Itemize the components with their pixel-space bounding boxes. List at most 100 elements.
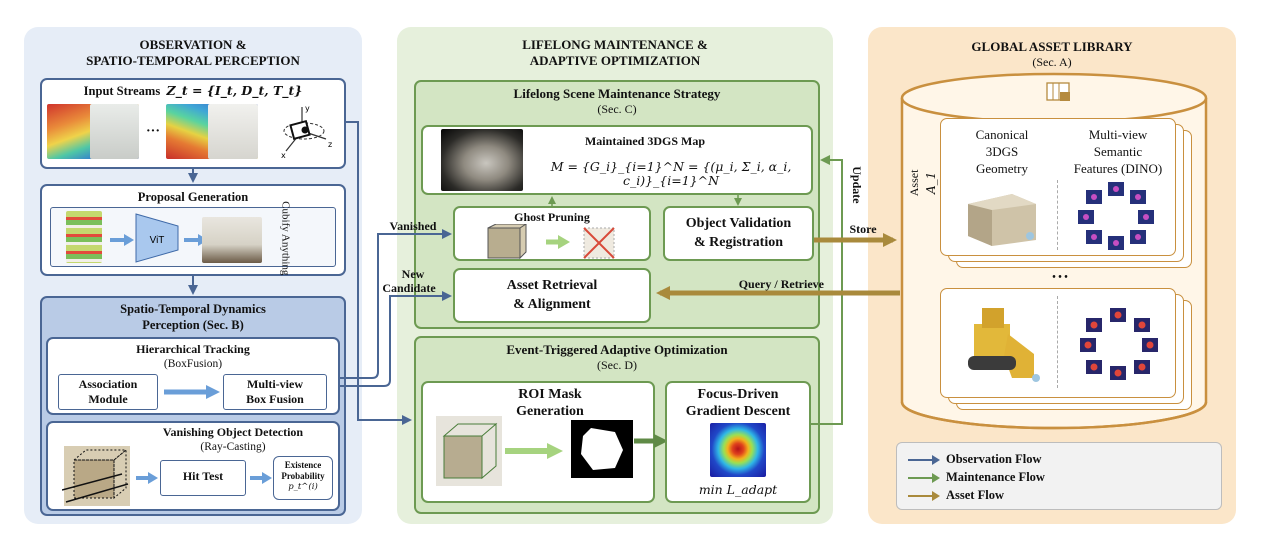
hit-test-label: Hit Test <box>182 469 224 483</box>
strategy-sec: (Sec. C) <box>597 102 637 116</box>
multiview-line1: Multi-view <box>247 377 303 391</box>
database-icon <box>1046 82 1070 101</box>
dynamics-title-line1: Spatio-Temporal Dynamics <box>120 302 266 316</box>
camera-pose-icon: y z x <box>281 104 332 160</box>
canonical-line1: Canonical <box>975 127 1029 142</box>
strategy-title: Lifelong Scene Maintenance Strategy <box>513 86 721 101</box>
arrow-to-existence <box>250 472 272 484</box>
ghost-pruning-box <box>453 206 651 261</box>
asset-dots: • • • <box>1052 272 1068 283</box>
observation-title-line1: OBSERVATION & <box>139 37 247 52</box>
toy-excavator-image <box>968 308 1040 382</box>
map-title: Maintained 3DGS Map <box>584 134 705 148</box>
event-title: Event-Triggered Adaptive Optimization <box>506 342 728 357</box>
ray-casting-image <box>62 446 130 506</box>
multiview-fusion-box <box>223 374 327 410</box>
asset-retrieval-box <box>453 268 651 323</box>
asset-label: Asset <box>907 169 922 197</box>
proposal-output-image <box>202 217 262 263</box>
maintenance-title-line2: ADAPTIVE OPTIMIZATION <box>529 53 701 68</box>
association-line1: Association <box>78 377 138 391</box>
existence-symbol: p_t^(i) <box>288 482 318 492</box>
focus-line2: Gradient Descent <box>685 404 791 419</box>
axis-y-label: y <box>305 104 310 113</box>
tracking-title: Hierarchical Tracking <box>136 342 250 356</box>
event-sec: (Sec. D) <box>597 358 637 372</box>
library-title: GLOBAL ASSET LIBRARY <box>971 39 1133 54</box>
legend-label-2: Asset Flow <box>946 488 1004 502</box>
retrieval-line1: Asset Retrieval <box>506 278 598 293</box>
box-asset-image <box>968 194 1036 246</box>
observation-title-line2: SPATIO-TEMPORAL PERCEPTION <box>86 53 300 68</box>
validation-line2: & Registration <box>693 235 784 250</box>
existence-line2: Probability <box>281 471 325 481</box>
validation-line1: Object Validation <box>685 216 792 231</box>
legend-arrow-1 <box>908 477 934 479</box>
vit-label: ViT <box>150 235 165 246</box>
arrow-association-to-fusion <box>164 385 220 399</box>
depth-image-1-room <box>90 104 139 159</box>
new-candidate-line1: New <box>401 267 425 281</box>
legend-label-0: Observation Flow <box>946 452 1042 466</box>
gradient-heatmap <box>710 423 766 477</box>
update-label: Update <box>849 166 864 204</box>
arrow-to-hit-test <box>136 472 158 484</box>
features-line1: Multi-view <box>1088 127 1148 142</box>
vanishing-subtitle: (Ray-Casting) <box>200 441 266 453</box>
legend-label-1: Maintenance Flow <box>946 470 1045 484</box>
tracking-subtitle: (BoxFusion) <box>163 358 223 370</box>
dynamics-title-line2: Perception (Sec. B) <box>142 318 244 332</box>
card-divider-1 <box>1057 180 1058 250</box>
roi-mask-image <box>571 420 633 478</box>
existence-probability-box <box>273 456 333 500</box>
ghost-pruning-label: Ghost Pruning <box>514 210 590 224</box>
legend-box <box>896 442 1222 510</box>
input-streams-formula: Z_t = {I_t, D_t, T_t} <box>166 83 303 98</box>
new-candidate-line2: Candidate <box>382 281 436 295</box>
axis-z-label: z <box>328 140 332 149</box>
proposal-input-image <box>66 211 102 263</box>
arrow-cube-to-mask <box>505 443 563 459</box>
features-line3: Features (DINO) <box>1073 161 1163 176</box>
card-divider-2 <box>1057 296 1058 388</box>
map-image <box>441 129 523 191</box>
depth-image-2-room <box>208 104 258 159</box>
cubify-label: Cubify Anything <box>279 201 292 276</box>
vanished-label: Vanished <box>389 219 437 233</box>
features-line2: Semantic <box>1093 144 1143 159</box>
roi-line1: ROI Mask <box>518 387 582 402</box>
canonical-line3: Geometry <box>976 161 1028 176</box>
dino-features-ring-2 <box>1080 308 1158 380</box>
canonical-line2: 3DGS <box>985 144 1019 159</box>
input-streams-label: Input Streams Z_t = {I_t, D_t, T_t} <box>83 83 303 98</box>
existence-line1: Existence <box>284 460 322 470</box>
adapt-loss: min L_adapt <box>698 482 778 497</box>
map-formula: M = {G_i}_{i=1}^N = {(μ_i, Σ_i, α_i, c_i… <box>550 159 792 189</box>
arrow-to-vit <box>110 234 134 246</box>
store-label: Store <box>849 222 877 236</box>
library-sec: (Sec. A) <box>1032 55 1072 69</box>
association-module-box <box>58 374 158 410</box>
query-retrieve-label: Query / Retrieve <box>738 277 824 291</box>
proposal-title: Proposal Generation <box>137 190 249 204</box>
legend-arrow-2 <box>908 495 934 497</box>
legend-arrow-0 <box>908 459 934 461</box>
retrieval-line2: & Alignment <box>513 297 591 312</box>
legend-arrowhead-1 <box>932 473 940 483</box>
tracking-box <box>46 337 340 415</box>
ghost-pruning-visual <box>487 224 615 260</box>
focus-line1: Focus-Driven <box>697 387 779 402</box>
roi-cube-image <box>436 416 502 486</box>
dino-features-ring-1 <box>1078 182 1154 250</box>
axis-x-label: x <box>281 151 286 160</box>
legend-arrowhead-0 <box>932 455 940 465</box>
maintenance-title-line1: LIFELONG MAINTENANCE & <box>522 37 708 52</box>
arrow-mask-to-descent <box>634 434 668 448</box>
legend-arrowhead-2 <box>932 491 940 501</box>
asset-symbol: A_1 <box>924 171 939 195</box>
roi-line2: Generation <box>516 404 584 419</box>
vit-block: ViT <box>135 213 179 263</box>
association-line2: Module <box>88 392 128 406</box>
multiview-line2: Box Fusion <box>246 392 304 406</box>
object-validation-box <box>663 206 814 261</box>
